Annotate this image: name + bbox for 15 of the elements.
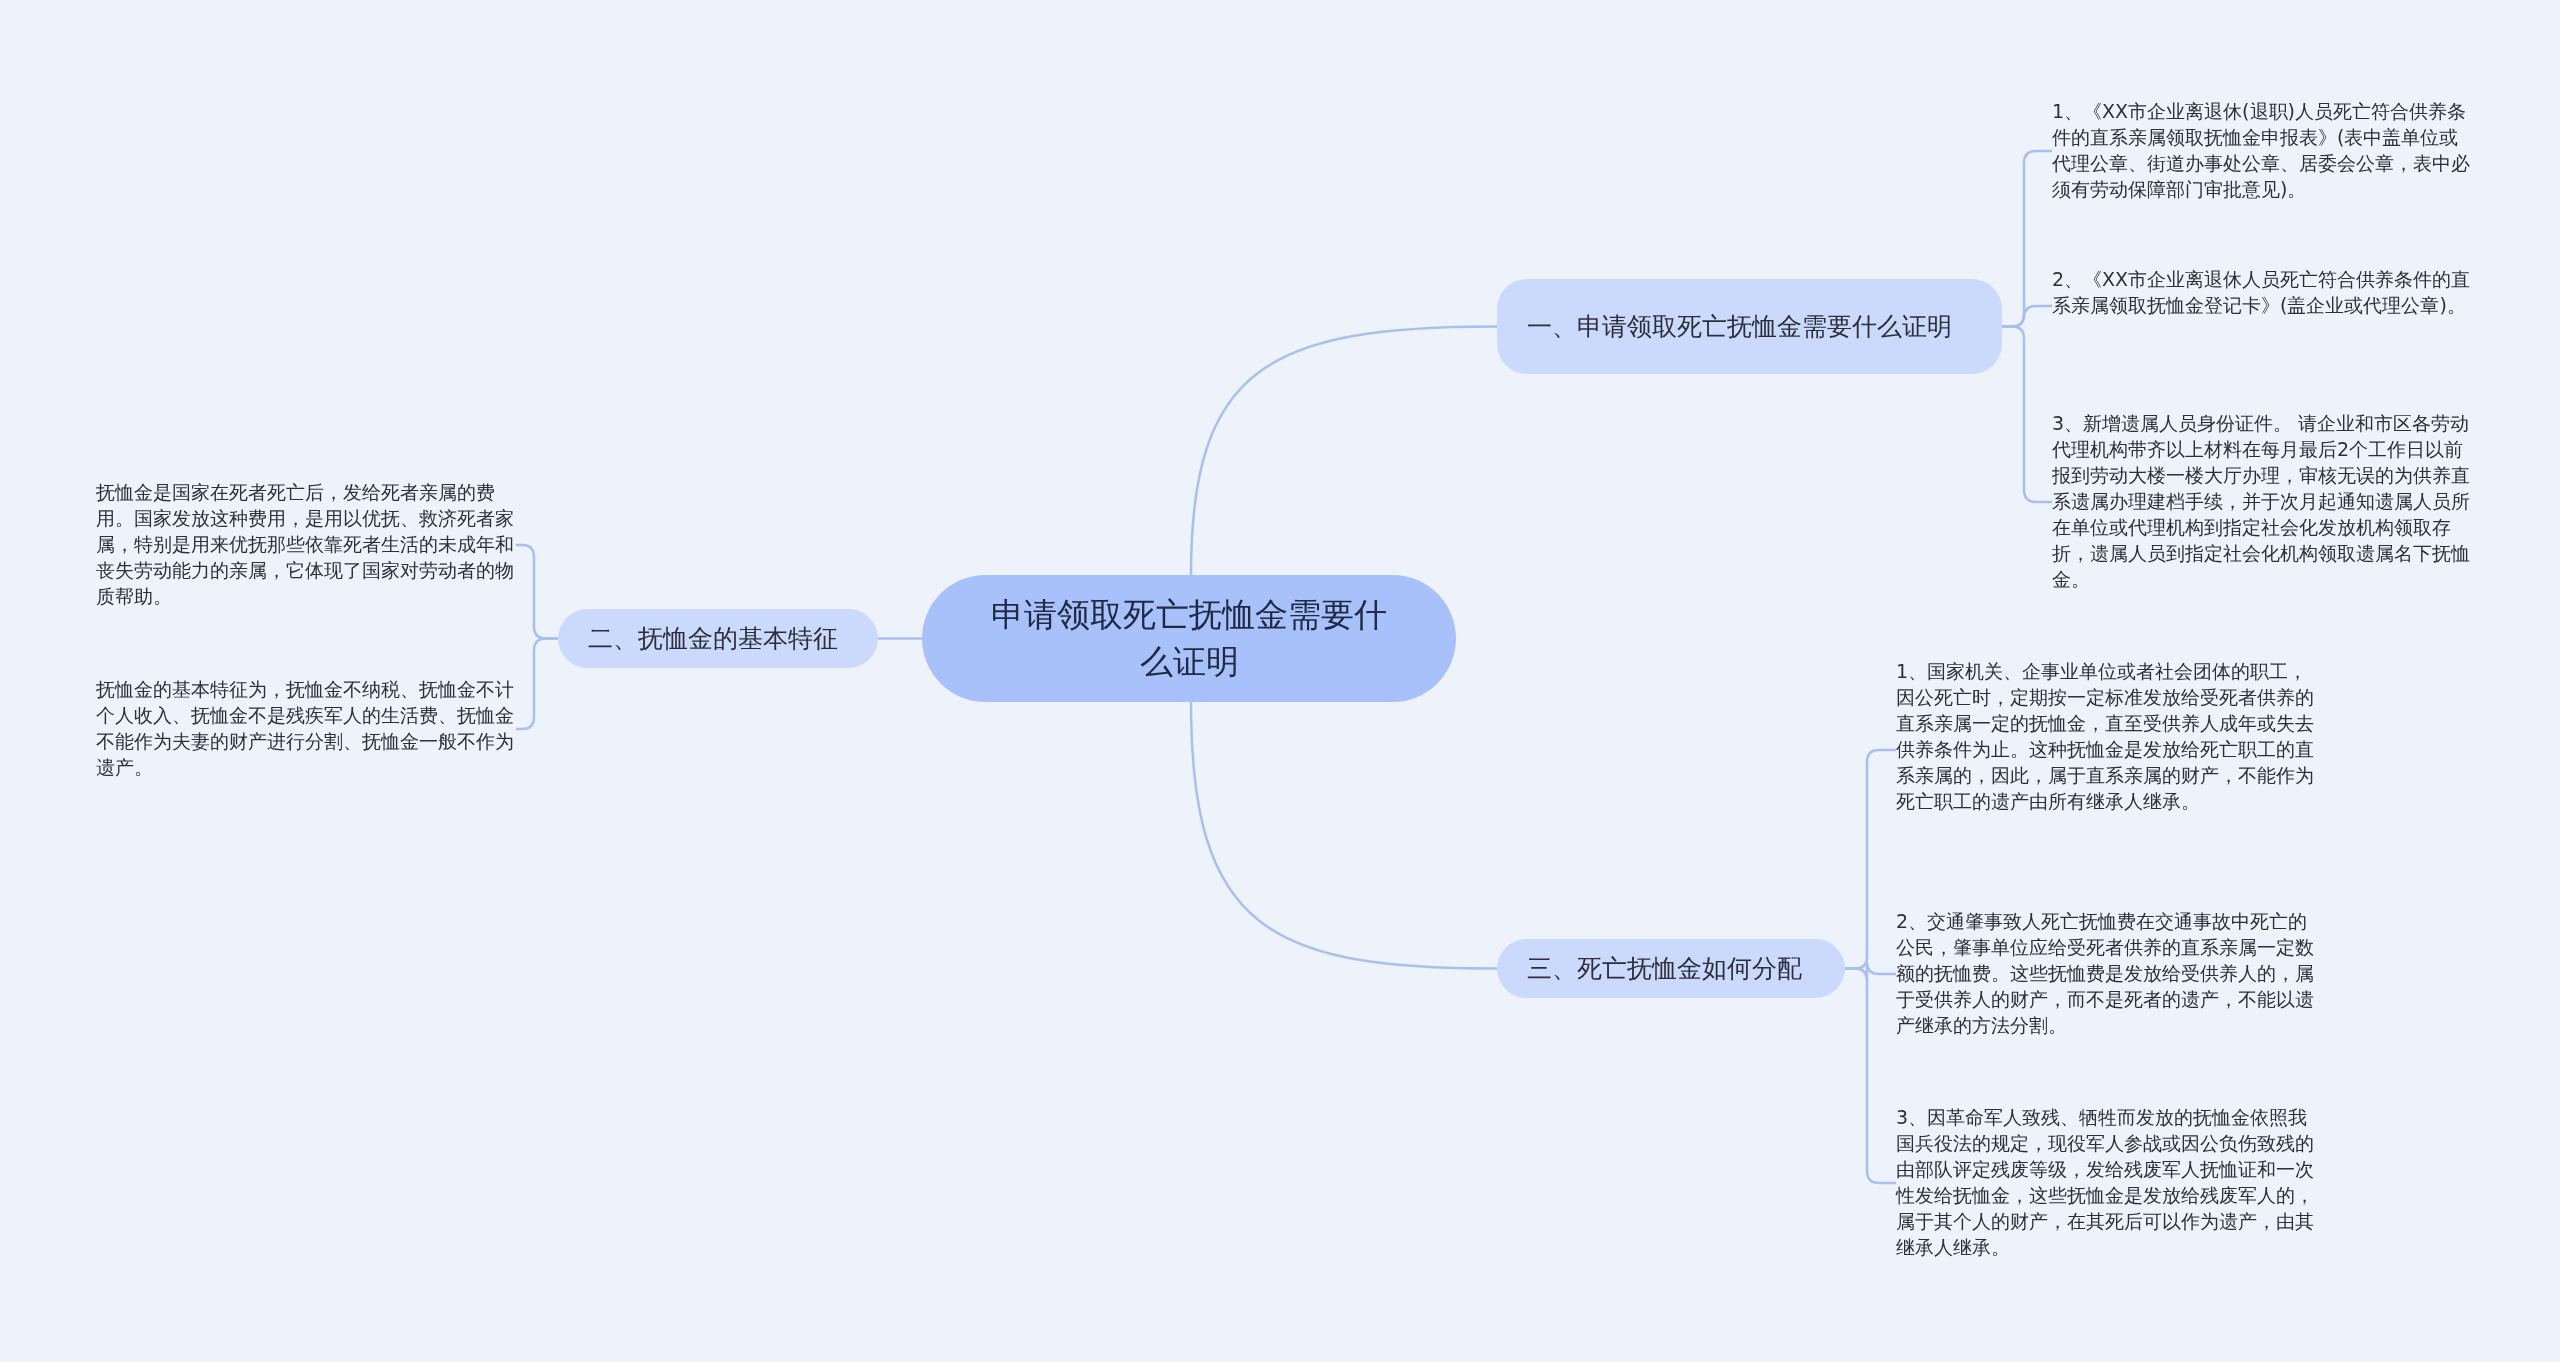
connector-line: [878, 637, 922, 640]
connector-line: [1189, 701, 1498, 970]
topic-box: 三、死亡抚恤金如何分配: [1497, 939, 1845, 998]
note-text: 抚恤金的基本特征为，抚恤金不纳税、抚恤金不计个人收入、抚恤金不是残疾军人的生活费、抚恤金不能作为夫妻的财产进行分割、抚恤金一般不作为遗产。: [96, 676, 516, 782]
topic-box: 一、申请领取死亡抚恤金需要什么证明: [1497, 279, 2002, 374]
note-text: 3、因革命军人致残、牺牲而发放的抚恤金依照我国兵役法的规定，现役军人参战或因公负伤致残的由部队评定残废等级，发给残废军人抚恤证和一次性发给抚恤金，这些抚恤金是发放给残废军人的，属于其个人的财产，在其死后可以作为遗产，由其继承人继承。: [1896, 1104, 2326, 1262]
note-text: 1、《XX市企业离退休(退职)人员死亡符合供养条件的直系亲属领取抚恤金申报表》(表中盖单位或代理公章、街道办事处公章、居委会公章，表中必须有劳动保障部门审批意见)。: [2052, 98, 2472, 204]
connector-line: [1189, 325, 1498, 576]
note-text: 2、交通肇事致人死亡抚恤费在交通事故中死亡的公民，肇事单位应给受死者供养的直系亲属一定数额的抚恤费。这些抚恤费是发放给受供养人的，属于受供养人的财产，而不是死者的遗产，不能以遗产继承的方法分割。: [1896, 908, 2326, 1040]
central-topic: 申请领取死亡抚恤金需要什么证明: [922, 575, 1456, 702]
note-text: 3、新增遗属人员身份证件。 请企业和市区各劳动代理机构带齐以上材料在每月最后2个工作日以前报到劳动大楼一楼大厅办理，审核无误的为供养直系遗属办理建档手续，并于次月起通知遗属人员所在单位或代理机构到指定社会化发放机构领取存折，遗属人员到指定社会化机构领取遗属名下抚恤金。: [2052, 410, 2472, 594]
note-text: 抚恤金是国家在死者死亡后，发给死者亲属的费用。国家发放这种费用，是用以优抚、救济死者家属，特别是用来优抚那些依靠死者生活的未成年和丧失劳动能力的亲属，它体现了国家对劳动者的物质帮助。: [96, 479, 516, 611]
topic-box: 二、抚恤金的基本特征: [558, 609, 878, 668]
note-text: 1、国家机关、企事业单位或者社会团体的职工，因公死亡时，定期按一定标准发放给受死者供养的直系亲属一定的抚恤金，直至受供养人成年或失去供养条件为止。这种抚恤金是发放给死亡职工的直系亲属的，因此，属于直系亲属的财产，不能作为死亡职工的遗产由所有继承人继承。: [1896, 658, 2326, 842]
note-text: 2、《XX市企业离退休人员死亡符合供养条件的直系亲属领取抚恤金登记卡》(盖企业或代理公章)。: [2052, 266, 2472, 346]
